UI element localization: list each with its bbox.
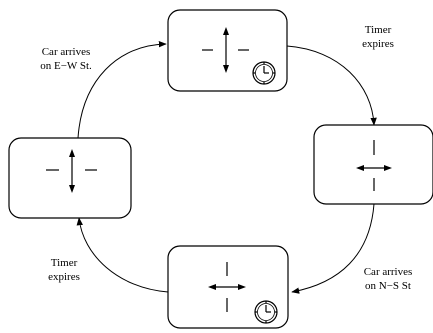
vertical-double-arrow-icon: [202, 27, 249, 73]
vertical-double-arrow-icon: [46, 149, 97, 193]
state-bottom: [167, 245, 289, 329]
clock-icon: [254, 300, 278, 324]
transition-label-top-right-line-2: expires: [362, 38, 394, 50]
transition-edge-top-right: [286, 45, 377, 126]
transition-label-top-left-line-1: Car arrives: [42, 46, 91, 58]
transition-label-bottom-left-line-1: Timer: [51, 257, 78, 269]
transition-label-top-right-line-1: Timer: [365, 24, 392, 36]
transition-label-top-left-line-2: on E−W St.: [40, 60, 92, 72]
transition-label-bottom-right-line-1: Car arrives: [364, 266, 413, 278]
clock-icon: [252, 61, 276, 85]
state-right: [313, 124, 433, 205]
horizontal-double-arrow-icon: [356, 140, 392, 191]
state-top: [167, 9, 288, 92]
transition-label-bottom-left-line-2: expires: [48, 271, 80, 283]
transition-edge-top-left: [77, 40, 167, 139]
transition-label-bottom-right-line-2: on N−S St: [365, 280, 411, 292]
transition-edge-bottom-left: [76, 217, 169, 293]
horizontal-double-arrow-icon: [208, 262, 246, 312]
transition-edge-bottom-right: [291, 203, 375, 294]
state-left: [8, 137, 132, 219]
